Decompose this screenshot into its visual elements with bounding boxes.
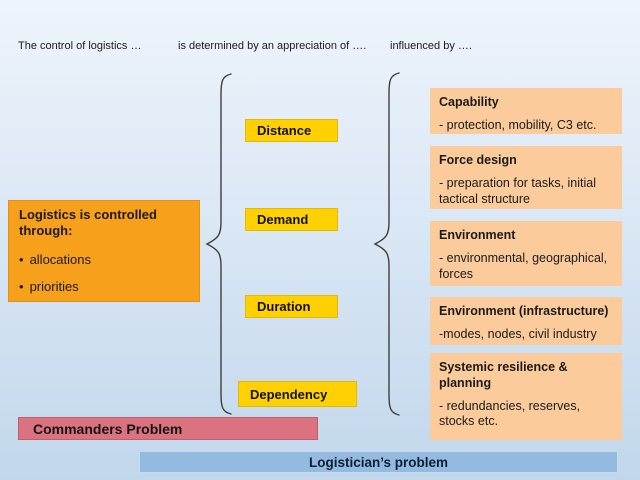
header-text-determined: is determined by an appreciation of …. xyxy=(178,40,367,52)
curly-brace-right xyxy=(373,72,400,416)
factor-title: Environment xyxy=(439,228,516,242)
factor-box-environment: Environment - environmental, geographica… xyxy=(430,221,622,286)
label-distance: Distance xyxy=(245,119,338,142)
curly-brace-left xyxy=(205,73,232,415)
commanders-problem-bar: Commanders Problem xyxy=(18,417,318,440)
logistics-control-box: Logistics is controlled through: • alloca… xyxy=(8,200,200,302)
bullet-glyph: • xyxy=(19,278,24,294)
factor-title: Force design xyxy=(439,153,517,167)
factor-title: Systemic resilience & planning xyxy=(439,360,568,390)
bullet-priorities: • priorities xyxy=(19,279,189,294)
factor-body: - protection, mobility, C3 etc. xyxy=(439,117,597,132)
label-demand: Demand xyxy=(245,208,338,231)
factor-title: Capability xyxy=(439,95,499,109)
factor-box-force-design: Force design - preparation for tasks, in… xyxy=(430,146,622,209)
logisticians-problem-bar: Logistician’s problem xyxy=(139,451,618,473)
bullet-allocations: • allocations xyxy=(19,252,189,267)
header-text-control: The control of logistics … xyxy=(18,40,142,52)
factor-title: Environment (infrastructure) xyxy=(439,304,609,318)
label-dependency: Dependency xyxy=(238,381,357,407)
label-duration: Duration xyxy=(245,295,338,318)
bullet-allocations-label: allocations xyxy=(29,251,91,267)
factor-box-capability: Capability - protection, mobility, C3 et… xyxy=(430,88,622,134)
factor-body: - environmental, geographical, forces xyxy=(439,250,608,281)
bullet-priorities-label: priorities xyxy=(29,278,79,294)
logistics-control-title: Logistics is controlled through: xyxy=(19,207,157,239)
factor-body: -modes, nodes, civil industry xyxy=(439,326,597,341)
factor-box-systemic-resilience: Systemic resilience & planning - redunda… xyxy=(430,353,622,440)
bullet-glyph: • xyxy=(19,251,24,267)
header-text-influenced: influenced by …. xyxy=(390,40,472,52)
factor-body: - redundancies, reserves, stocks etc. xyxy=(439,398,581,429)
factor-body: - preparation for tasks, initial tactica… xyxy=(439,175,597,206)
factor-box-environment-infrastructure: Environment (infrastructure) -modes, nod… xyxy=(430,297,622,345)
